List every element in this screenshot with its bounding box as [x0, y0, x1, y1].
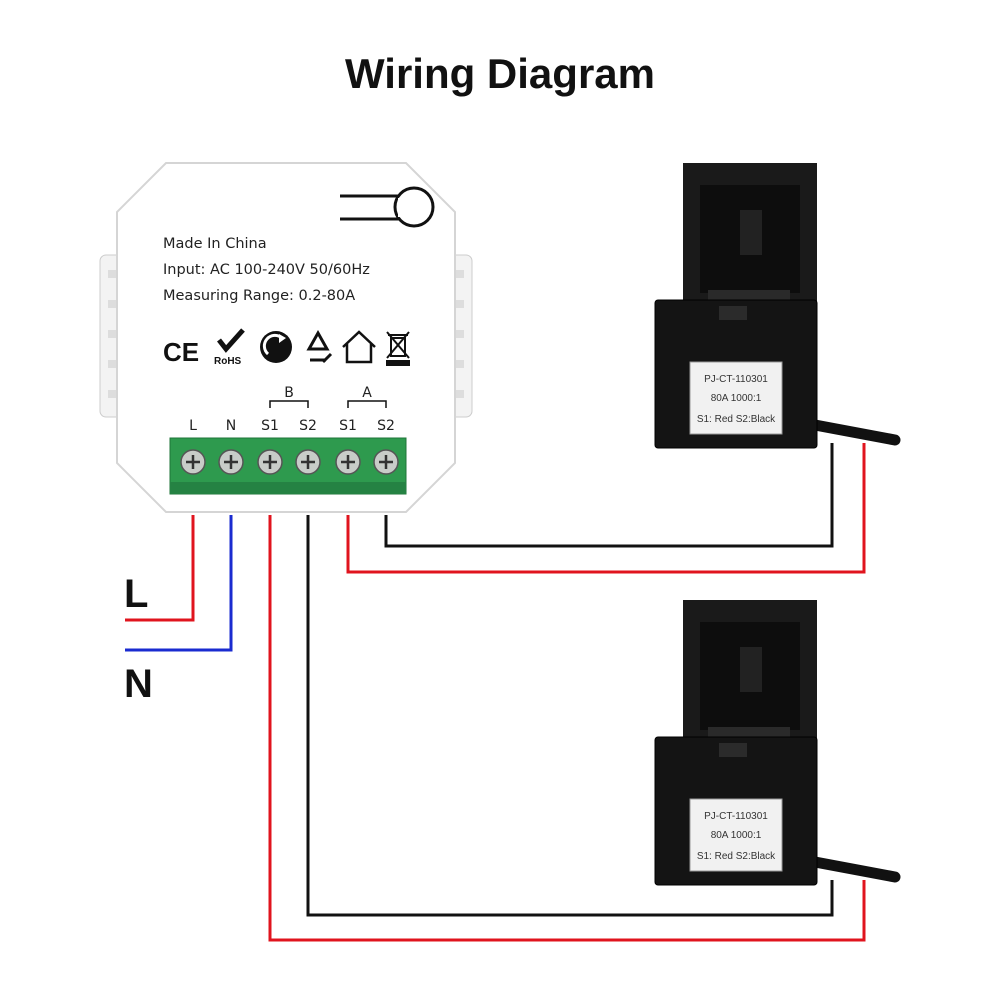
ct-clamp-b: PJ-CT-110301 80A 1000:1 S1: Red S2:Black: [654, 600, 901, 886]
svg-text:B: B: [284, 385, 294, 401]
supply-neutral-label: N: [124, 662, 153, 706]
terminal-label-a-s1: S1: [339, 418, 357, 434]
ct-model: PJ-CT-110301: [704, 811, 768, 822]
svg-text:RoHS: RoHS: [214, 356, 242, 367]
energy-meter-device: Made In China Input: AC 100-240V 50/60Hz…: [99, 162, 473, 513]
supply-live-label: L: [124, 572, 148, 616]
wire-b-s2: [306, 515, 834, 917]
terminal-label-n: N: [226, 418, 236, 434]
clip-ridges: [108, 270, 464, 398]
ct-rating: 80A 1000:1: [711, 830, 762, 841]
rohs-icon: RoHS: [214, 328, 245, 367]
ct-cable: [809, 856, 901, 883]
weee-bin-icon: [386, 331, 410, 366]
ct-label-sticker: [689, 361, 783, 435]
certification-marks: CE RoHS: [163, 328, 410, 367]
ct-cable: [809, 419, 901, 446]
reset-button-icon: [340, 186, 435, 228]
ce-mark-icon: CE: [163, 337, 199, 367]
wires: [125, 443, 866, 942]
recycling-icon: [306, 329, 333, 364]
group-a-bracket: A: [347, 385, 387, 408]
recycle-dot-icon: [260, 331, 292, 363]
origin-label: Made In China: [163, 236, 267, 252]
ct-wiring: S1: Red S2:Black: [697, 414, 776, 425]
terminal-label-b-s2: S2: [299, 418, 317, 434]
wire-supply-live: [125, 515, 195, 622]
ct-wiring: S1: Red S2:Black: [697, 851, 776, 862]
ct-label-sticker: [689, 798, 783, 872]
input-rating-label: Input: AC 100-240V 50/60Hz: [163, 262, 370, 278]
terminal-label-b-s1: S1: [261, 418, 279, 434]
terminal-label-l: L: [189, 418, 197, 434]
wire-a-s1: [346, 443, 866, 574]
ct-model: PJ-CT-110301: [704, 374, 768, 385]
svg-text:A: A: [362, 385, 372, 401]
diagram-title: Wiring Diagram: [345, 50, 655, 97]
terminal-label-a-s2: S2: [377, 418, 395, 434]
ct-rating: 80A 1000:1: [711, 393, 762, 404]
ct-clamp-a: PJ-CT-110301 80A 1000:1 S1: Red S2:Black: [654, 163, 901, 449]
indoor-use-icon: [342, 330, 376, 364]
wire-b-s1: [268, 515, 866, 942]
wire-supply-neutral: [125, 515, 233, 652]
group-b-bracket: B: [269, 385, 309, 408]
wire-a-s2: [384, 443, 834, 548]
measuring-range-label: Measuring Range: 0.2-80A: [163, 288, 355, 304]
